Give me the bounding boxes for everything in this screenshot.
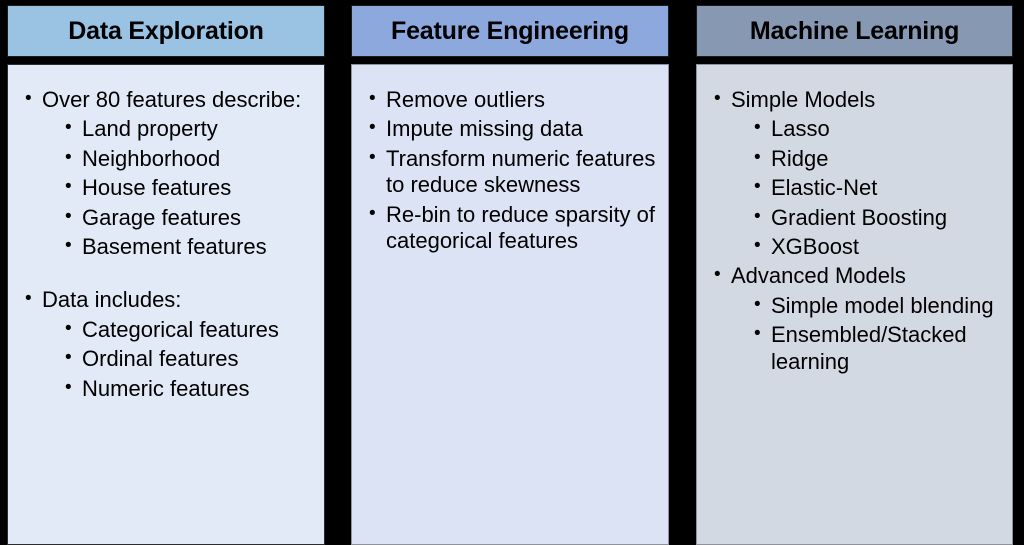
- bullet-item-label: Re-bin to reduce sparsity of categorical…: [386, 201, 656, 253]
- bullet-point-icon: •: [754, 234, 761, 256]
- column-header-data-exploration: Data Exploration: [7, 5, 325, 57]
- bullet-item-label: Impute missing data: [386, 116, 583, 142]
- bullet-item: • House features: [65, 175, 314, 201]
- bullet-item-label: Gradient Boosting: [771, 204, 948, 230]
- bullet-point-icon: •: [754, 293, 761, 315]
- bullet-item-label: Data includes:: [42, 287, 182, 313]
- bullet-point-icon: •: [65, 317, 72, 339]
- bullet-item: • Neighborhood: [65, 146, 314, 172]
- bullet-item-label: Elastic-Net: [771, 175, 878, 201]
- bullet-item: • Over 80 features describe:: [25, 87, 314, 113]
- bullet-point-icon: •: [754, 176, 761, 198]
- column-machine-learning: Machine Learning • Simple Models • Lasso • Ri…: [696, 0, 1013, 545]
- bullet-item: • Ridge: [754, 146, 1002, 172]
- bullet-point-icon: •: [65, 117, 72, 139]
- bullet-item-label: Advanced Models: [731, 263, 906, 289]
- bullet-item: • Gradient Boosting: [754, 205, 1002, 231]
- bullet-item-label: Simple model blending: [771, 292, 994, 318]
- bullet-item-label: Simple Models: [731, 87, 876, 112]
- bullet-point-icon: •: [65, 205, 72, 227]
- bullet-point-icon: •: [369, 117, 376, 139]
- bullet-item: • Simple model blending: [754, 293, 1002, 319]
- bullet-item: • Data includes:: [25, 287, 314, 313]
- column-body-feature-engineering: • Remove outliers • Impute missing data • Tra…: [351, 64, 669, 545]
- column-header-feature-engineering: Feature Engineering: [351, 5, 669, 57]
- bullet-point-icon: •: [65, 234, 72, 256]
- column-header-title: Data Exploration: [68, 16, 264, 45]
- bullet-point-icon: •: [369, 146, 376, 168]
- bullet-item-label: Garage features: [82, 204, 241, 230]
- bullet-point-icon: •: [714, 264, 721, 286]
- bullet-item: • Remove outliers: [369, 87, 658, 113]
- bullet-point-icon: •: [754, 323, 761, 345]
- bullet-item: • Transform numeric features to reduce sk…: [369, 146, 658, 199]
- bullet-point-icon: •: [65, 146, 72, 168]
- bullet-item-label: Neighborhood: [82, 145, 221, 171]
- bullet-item-label: Over 80 features describe:: [42, 87, 302, 112]
- bullet-point-icon: •: [754, 146, 761, 168]
- bullet-point-icon: •: [25, 288, 32, 310]
- bullet-item-label: Basement features: [82, 233, 267, 259]
- bullet-item-label: XGBoost: [771, 233, 860, 259]
- bullet-item-label: Land property: [82, 116, 218, 142]
- bullet-item: • Basement features: [65, 234, 314, 260]
- bullet-point-icon: •: [369, 202, 376, 224]
- bullet-item-label: Numeric features: [82, 375, 250, 401]
- bullet-item-label: Categorical features: [82, 316, 279, 342]
- bullet-list-data-exploration: • Over 80 features describe: • Land propert…: [18, 87, 314, 402]
- column-header-title: Machine Learning: [749, 16, 960, 45]
- bullet-item: • Simple Models: [714, 87, 1002, 113]
- column-body-machine-learning: • Simple Models • Lasso • Ridge • Elastic-Net • G…: [696, 64, 1013, 545]
- bullet-point-icon: •: [65, 376, 72, 398]
- bullet-item-label: Ordinal features: [82, 346, 239, 372]
- bullet-item: • Land property: [65, 116, 314, 142]
- bullet-item: • Ensembled/Stacked learning: [754, 322, 1002, 375]
- bullet-point-icon: •: [754, 117, 761, 139]
- bullet-item: • Elastic-Net: [754, 175, 1002, 201]
- bullet-list-feature-engineering: • Remove outliers • Impute missing data • Tra…: [362, 87, 658, 254]
- bullet-item: • Lasso: [754, 116, 1002, 142]
- bullet-item-label: Ridge: [771, 145, 829, 171]
- bullet-item: • Numeric features: [65, 376, 314, 402]
- bullet-item: • XGBoost: [754, 234, 1002, 260]
- column-header-machine-learning: Machine Learning: [696, 5, 1013, 57]
- bullet-point-icon: •: [65, 176, 72, 198]
- bullet-item: • Ordinal features: [65, 346, 314, 372]
- bullet-item: • Categorical features: [65, 317, 314, 343]
- column-data-exploration: Data Exploration • Over 80 features descr…: [7, 0, 325, 545]
- bullet-item-label: Lasso: [771, 116, 830, 142]
- bullet-item-label: Transform numeric features to reduce ske…: [386, 145, 656, 198]
- column-feature-engineering: Feature Engineering • Remove outliers • Imp…: [351, 0, 669, 545]
- bullet-item: • Garage features: [65, 205, 314, 231]
- bullet-item: • Impute missing data: [369, 116, 658, 142]
- bullet-point-icon: •: [714, 88, 721, 109]
- bullet-item-label: Remove outliers: [386, 87, 545, 112]
- bullet-list-machine-learning: • Simple Models • Lasso • Ridge • Elastic-Net • G…: [707, 87, 1002, 375]
- bullet-item: • Re-bin to reduce sparsity of categorica…: [369, 202, 658, 255]
- bullet-item-label: House features: [82, 175, 232, 201]
- bullet-point-icon: •: [65, 347, 72, 369]
- bullet-item: • Advanced Models: [714, 263, 1002, 289]
- bullet-point-icon: •: [754, 205, 761, 227]
- column-body-data-exploration: • Over 80 features describe: • Land propert…: [7, 64, 325, 545]
- bullet-point-icon: •: [25, 88, 32, 109]
- bullet-item-label: Ensembled/Stacked learning: [771, 322, 967, 374]
- column-header-title: Feature Engineering: [391, 16, 629, 45]
- bullet-point-icon: •: [369, 88, 376, 109]
